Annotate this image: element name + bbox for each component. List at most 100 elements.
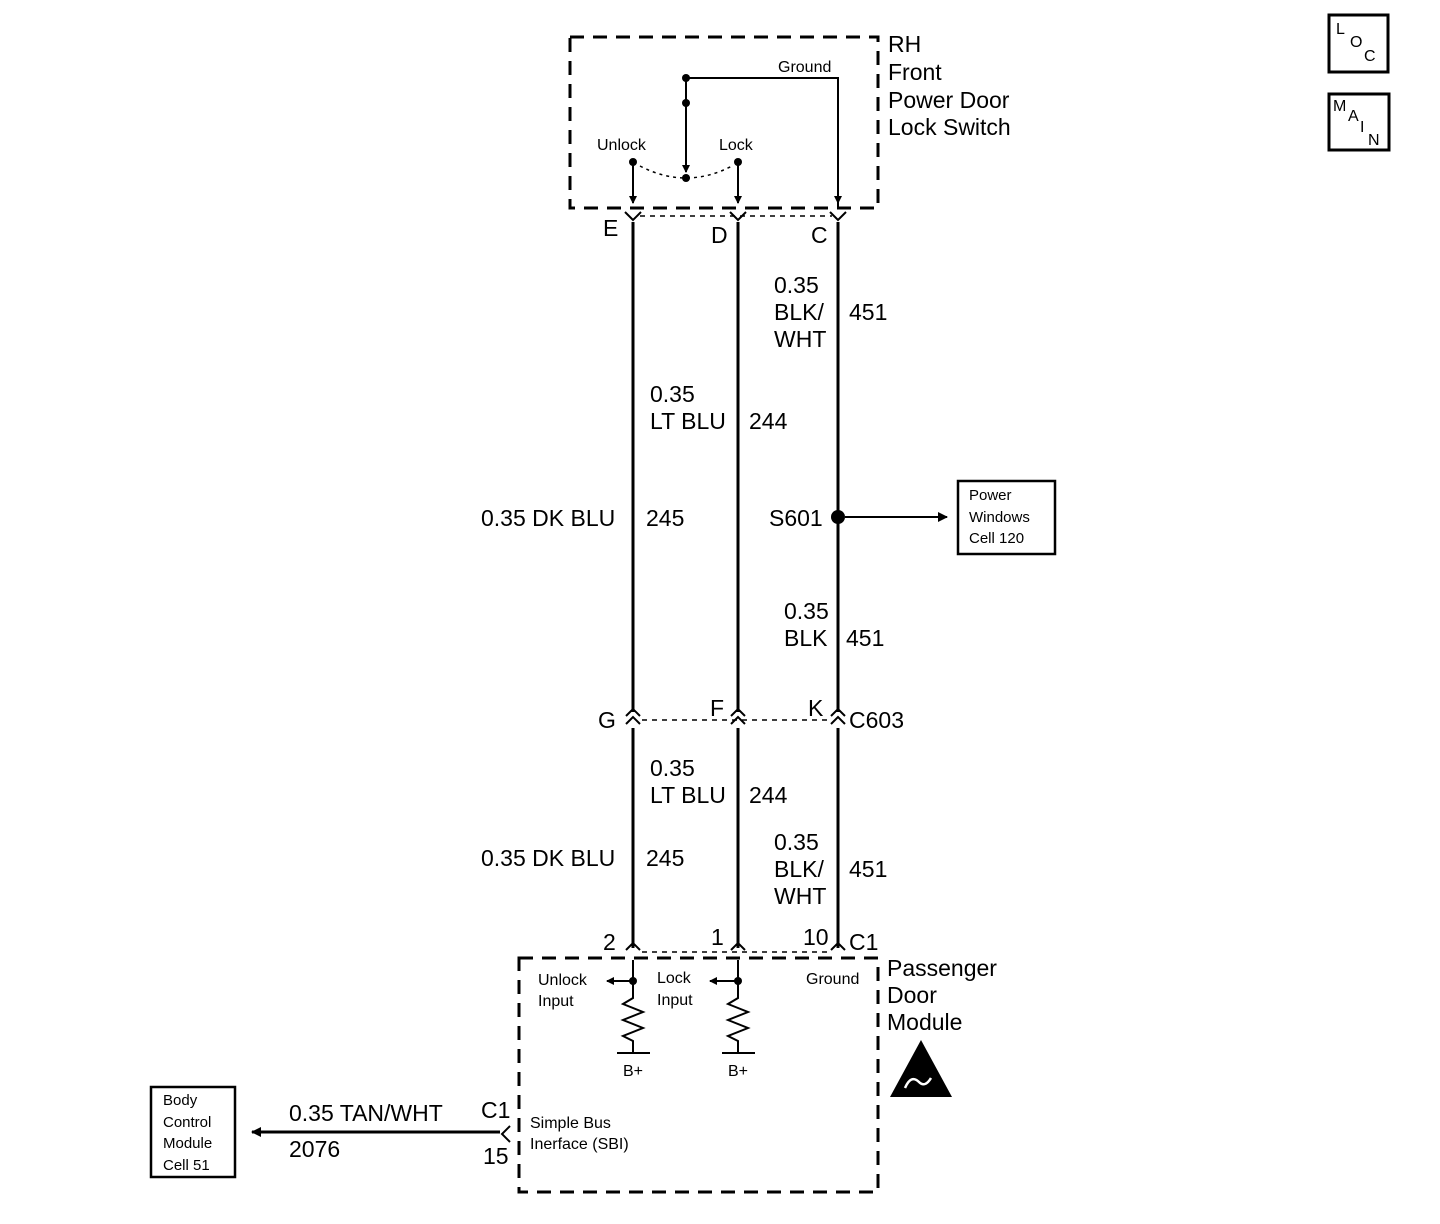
switch-title-line-3: Power Door [888, 87, 1010, 113]
body-control-module-ref-box [149, 1085, 237, 1179]
bcm-line-2: Control [163, 1114, 211, 1131]
power-windows-line-1: Power [969, 487, 1012, 504]
power-windows-ref-box [956, 479, 1057, 556]
blk-wht-upper-color-2: WHT [774, 326, 826, 352]
connector-c603: G F K C603 [598, 695, 904, 733]
sbi-line-1: Simple Bus [530, 1115, 611, 1132]
pin-e-label: E [603, 215, 618, 241]
module-pin-10-terminal [830, 941, 846, 951]
bcm-link: 0.35 TAN/WHT 2076 Body Control Module Ce… [149, 1085, 500, 1179]
loc-letter-o: O [1350, 34, 1362, 51]
switch-lock-label: Lock [719, 137, 754, 154]
main-letter-n: N [1368, 132, 1380, 149]
blk-wht-lower-circuit: 451 [849, 856, 887, 882]
switch-title-line-1: RH [888, 31, 921, 57]
sbi-pin-terminal [500, 1125, 511, 1143]
lower-wire-labels: 0.35 LT BLU 244 0.35 DK BLU 245 0.35 BLK… [481, 755, 887, 909]
splice-s601: S601 Power Windows Cell 120 [769, 479, 1057, 556]
passenger-door-module: Passenger Door Module Unlock Input B+ Lo… [481, 955, 997, 1194]
module-ground-label: Ground [806, 971, 859, 988]
power-windows-line-2: Windows [969, 509, 1030, 526]
main-letter-m: M [1333, 98, 1346, 115]
module-pin-10-label: 10 [803, 924, 829, 950]
lock-input-line-2: Input [657, 992, 693, 1009]
bcm-line-3: Module [163, 1135, 212, 1152]
lt-blu-upper-color: LT BLU [650, 408, 726, 434]
c603-pin-g-terminal [625, 707, 641, 725]
switch-unlock-label: Unlock [597, 137, 647, 154]
module-boundary [517, 956, 880, 1194]
dk-blu-lower-circuit: 245 [646, 845, 684, 871]
switch-boundary [568, 35, 880, 210]
pin-d-terminal [729, 211, 747, 222]
module-pin-2-label: 2 [603, 929, 616, 955]
module-connector-c1: 2 1 10 C1 [603, 924, 878, 955]
dk-blu-upper-label: 0.35 DK BLU [481, 505, 615, 531]
blk-wht-upper-circuit: 451 [849, 299, 887, 325]
rh-front-door-lock-switch: RH Front Power Door Lock Switch Ground U… [568, 31, 1011, 210]
switch-connector: E D C [603, 211, 847, 248]
pin-d-label: D [711, 222, 728, 248]
loc-icon[interactable]: L O C [1327, 13, 1390, 74]
lock-bplus-label: B+ [728, 1063, 748, 1080]
module-pin-2-terminal [625, 941, 641, 951]
switch-ground-path [686, 77, 839, 207]
esd-warning-icon [890, 1040, 952, 1097]
sbi-line-2: Inerface (SBI) [530, 1136, 629, 1153]
pin-e-terminal [624, 211, 642, 222]
unlock-input-line-2: Input [538, 993, 574, 1010]
blk-circuit: 451 [846, 625, 884, 651]
main-letter-a: A [1348, 108, 1359, 125]
blk-gauge: 0.35 [784, 598, 829, 624]
blk-wht-lower-color-1: BLK/ [774, 856, 824, 882]
splice-dot [831, 510, 845, 524]
switch-title-line-4: Lock Switch [888, 114, 1011, 140]
pin-c-terminal [829, 211, 847, 222]
c603-pin-f-label: F [710, 695, 724, 721]
dk-blu-lower-label: 0.35 DK BLU [481, 845, 615, 871]
switch-title-line-2: Front [888, 59, 942, 85]
switch-throw-arc [639, 165, 733, 179]
lock-input-line-1: Lock [657, 970, 692, 987]
module-title-line-3: Module [887, 1009, 962, 1035]
power-windows-line-3: Cell 120 [969, 530, 1024, 547]
upper-wire-labels: 0.35 BLK/ WHT 451 0.35 LT BLU 244 0.35 D… [481, 272, 887, 651]
lock-pullup-resistor [725, 981, 751, 1053]
main-icon[interactable]: M A I N [1327, 92, 1391, 152]
c603-pin-f-terminal [730, 707, 746, 725]
c603-id-label: C603 [849, 707, 904, 733]
lt-blu-lower-gauge: 0.35 [650, 755, 695, 781]
module-pin-1-label: 1 [711, 924, 724, 950]
c603-pin-k-label: K [808, 695, 824, 721]
lt-blu-upper-circuit: 244 [749, 408, 788, 434]
blk-wht-upper-gauge: 0.35 [774, 272, 819, 298]
main-letter-i: I [1360, 119, 1364, 136]
unlock-pullup-resistor [620, 981, 646, 1053]
lt-blu-lower-color: LT BLU [650, 782, 726, 808]
blk-wht-upper-color-1: BLK/ [774, 299, 824, 325]
blk-color: BLK [784, 625, 828, 651]
module-pin-1-terminal [730, 941, 746, 951]
blk-wht-lower-gauge: 0.35 [774, 829, 819, 855]
splice-label: S601 [769, 505, 823, 531]
loc-letter-c: C [1364, 48, 1376, 65]
bcm-line-4: Cell 51 [163, 1157, 210, 1174]
bcm-line-1: Body [163, 1092, 198, 1109]
lt-blu-lower-circuit: 244 [749, 782, 788, 808]
module-title-line-2: Door [887, 982, 937, 1008]
switch-ground-label: Ground [778, 59, 831, 76]
blk-wht-lower-color-2: WHT [774, 883, 826, 909]
sbi-pin-label: 15 [483, 1143, 509, 1169]
c603-pin-g-label: G [598, 707, 616, 733]
unlock-input-line-1: Unlock [538, 972, 588, 989]
unlock-bplus-label: B+ [623, 1063, 643, 1080]
loc-letter-l: L [1336, 21, 1345, 38]
tan-wht-circuit: 2076 [289, 1136, 340, 1162]
module-c1-label: C1 [849, 929, 878, 955]
c603-pin-k-terminal [830, 707, 846, 725]
pin-c-label: C [811, 222, 828, 248]
switch-common-contact [682, 174, 690, 182]
tan-wht-label: 0.35 TAN/WHT [289, 1100, 443, 1126]
lt-blu-upper-gauge: 0.35 [650, 381, 695, 407]
